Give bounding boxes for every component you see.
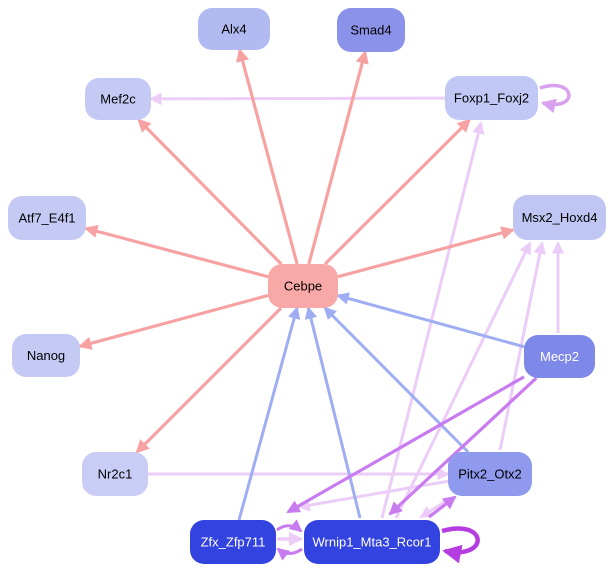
node-shape-Mef2c[interactable]	[85, 78, 151, 120]
node-Alx4[interactable]: Alx4	[198, 8, 270, 50]
node-shape-Msx2_Hoxd4[interactable]	[513, 195, 606, 240]
node-shape-Cebpe[interactable]	[268, 264, 338, 308]
edge-Cebpe-to-Atf7_E4f1	[84, 224, 269, 279]
node-Wrnip1_Mta3_Rcor1[interactable]: Wrnip1_Mta3_Rcor1	[304, 520, 440, 564]
edge-Mecp2-to-Wrnip1_Mta3_Rcor1	[388, 376, 538, 516]
edge-Wrnip1_Mta3_Rcor1-to-Wrnip1_Mta3_Rcor1	[441, 526, 480, 564]
node-Atf7_E4f1[interactable]: Atf7_E4f1	[8, 196, 86, 240]
node-Cebpe[interactable]: Cebpe	[268, 264, 338, 308]
node-Nanog[interactable]: Nanog	[12, 334, 80, 377]
edge-Foxp1_Foxj2-to-Foxp1_Foxj2	[539, 83, 571, 114]
edge-Wrnip1_Mta3_Rcor1-to-Pitx2_Otx2	[428, 495, 457, 519]
edge-Cebpe-to-Msx2_Hoxd4	[337, 226, 515, 279]
node-shape-Wrnip1_Mta3_Rcor1[interactable]	[304, 520, 440, 564]
node-shape-Atf7_E4f1[interactable]	[8, 196, 86, 240]
edge-Foxp1_Foxj2-to-Mef2c	[149, 92, 446, 106]
node-Nr2c1[interactable]: Nr2c1	[82, 452, 148, 496]
node-shape-Zfx_Zfp711[interactable]	[190, 520, 276, 564]
edge-Zfx_Zfp711-to-Wrnip1_Mta3_Rcor1	[276, 519, 303, 533]
edge-Mecp2-to-Cebpe	[336, 292, 525, 349]
edge-Cebpe-to-Smad4	[307, 50, 369, 265]
node-Mef2c[interactable]: Mef2c	[85, 78, 151, 120]
edge-Zfx_Zfp711-to-Cebpe	[237, 306, 301, 521]
edge-Pitx2_Otx2-to-Zfx_Zfp711	[297, 479, 449, 512]
node-shape-Smad4[interactable]	[337, 8, 405, 52]
edge-Cebpe-to-Nanog	[78, 293, 269, 350]
node-shape-Nanog[interactable]	[12, 334, 80, 377]
node-shape-Pitx2_Otx2[interactable]	[448, 452, 532, 496]
node-Msx2_Hoxd4[interactable]: Msx2_Hoxd4	[513, 195, 606, 240]
edge-layer	[78, 48, 571, 564]
node-shape-Mecp2[interactable]	[524, 335, 595, 378]
node-shape-Nr2c1[interactable]	[82, 452, 148, 496]
edge-Wrnip1_Mta3_Rcor1-to-Zfx_Zfp711	[276, 547, 303, 561]
node-Foxp1_Foxj2[interactable]: Foxp1_Foxj2	[445, 76, 538, 120]
edge-Cebpe-to-Mef2c	[137, 118, 283, 266]
node-Zfx_Zfp711[interactable]: Zfx_Zfp711	[190, 520, 276, 564]
node-Mecp2[interactable]: Mecp2	[524, 335, 595, 378]
node-Pitx2_Otx2[interactable]: Pitx2_Otx2	[448, 452, 532, 496]
node-shape-Foxp1_Foxj2[interactable]	[445, 76, 538, 120]
edge-Wrnip1_Mta3_Rcor1-to-Msx2_Hoxd4	[394, 241, 532, 519]
node-Smad4[interactable]: Smad4	[337, 8, 405, 52]
edge-Mecp2-to-Zfx_Zfp711	[286, 375, 525, 514]
edge-Cebpe-to-Nr2c1	[135, 306, 283, 454]
edge-Wrnip1_Mta3_Rcor1-to-Cebpe	[304, 306, 362, 519]
node-shape-Alx4[interactable]	[198, 8, 270, 50]
edge-Cebpe-to-Alx4	[236, 48, 299, 265]
edge-Pitx2_Otx2-to-Cebpe	[323, 306, 470, 454]
edge-Cebpe-to-Foxp1_Foxj2	[323, 118, 471, 266]
